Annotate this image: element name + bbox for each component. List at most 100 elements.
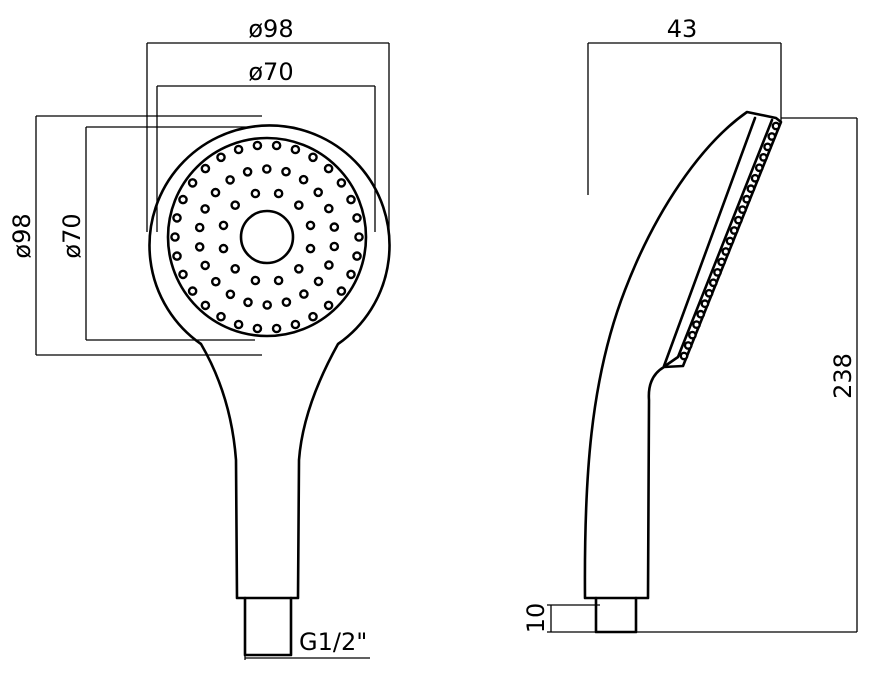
- side-nozzle: [746, 184, 756, 194]
- nozzle: [200, 300, 211, 311]
- nozzle: [313, 187, 324, 198]
- nozzle: [216, 311, 226, 322]
- side-outline: [583, 110, 783, 600]
- nozzle: [354, 232, 364, 242]
- nozzle: [250, 188, 261, 199]
- nozzle: [194, 222, 205, 233]
- nozzle: [216, 152, 226, 163]
- nozzle: [200, 260, 210, 271]
- nozzle: [290, 144, 301, 155]
- thread-size-label: G1/2": [299, 628, 367, 656]
- front-view: [148, 124, 391, 657]
- nozzle: [336, 286, 347, 296]
- nozzle: [225, 289, 236, 300]
- nozzle: [218, 243, 229, 254]
- side-dimensions: [547, 42, 858, 633]
- side-view: [583, 110, 783, 634]
- nozzle: [250, 275, 261, 286]
- nozzle: [290, 319, 301, 330]
- nozzle: [178, 269, 188, 280]
- side-connector: [594, 596, 638, 634]
- nozzle: [194, 242, 205, 252]
- side-nozzle: [734, 215, 743, 225]
- side-nozzle: [704, 288, 714, 298]
- nozzle: [323, 163, 334, 174]
- nozzle: [273, 188, 284, 199]
- nozzle: [233, 144, 244, 155]
- nozzle: [242, 166, 253, 177]
- nozzle: [261, 164, 272, 174]
- nozzle: [352, 251, 362, 261]
- nozzle: [346, 194, 356, 205]
- dim-face-width-label: ø70: [248, 58, 293, 86]
- nozzle: [218, 220, 229, 231]
- nozzle: [271, 323, 282, 334]
- side-nozzle: [683, 341, 693, 350]
- nozzle: [233, 319, 244, 330]
- side-face-plate: [663, 118, 774, 368]
- side-nozzle: [692, 320, 701, 329]
- nozzle: [187, 178, 198, 188]
- side-nozzle: [700, 299, 710, 309]
- side-nozzle-row: [679, 121, 781, 361]
- nozzle: [170, 232, 180, 242]
- nozzle: [305, 220, 316, 231]
- face-ring: [166, 136, 368, 338]
- nozzle: [281, 297, 292, 308]
- nozzle: [178, 194, 188, 205]
- side-nozzle: [754, 163, 764, 173]
- side-nozzle: [708, 278, 718, 288]
- dim-depth-label: 43: [667, 15, 698, 43]
- dim-connector-label: 10: [522, 603, 550, 634]
- nozzle: [225, 175, 235, 185]
- side-face-edge: [662, 116, 757, 368]
- nozzle: [298, 174, 309, 185]
- nozzle: [200, 204, 210, 214]
- nozzle: [271, 140, 282, 151]
- nozzle: [313, 276, 324, 287]
- side-nozzle: [688, 330, 697, 340]
- side-nozzle: [717, 257, 726, 267]
- nozzle: [172, 251, 182, 261]
- side-nozzle: [742, 194, 752, 204]
- dim-length-label: 238: [829, 353, 857, 399]
- nozzle: [329, 222, 340, 232]
- nozzle: [243, 297, 253, 308]
- dim-face-height-label: ø70: [58, 213, 86, 258]
- nozzle: [187, 286, 198, 296]
- nozzle: [293, 200, 304, 210]
- side-nozzle: [750, 173, 760, 183]
- side-nozzle: [738, 205, 747, 215]
- nozzle: [308, 152, 318, 163]
- nozzle: [293, 263, 304, 274]
- front-dimensions: [35, 42, 390, 660]
- nozzle: [252, 323, 263, 334]
- nozzle: [210, 187, 221, 198]
- center-hub: [239, 209, 295, 265]
- nozzle: [323, 203, 334, 214]
- side-nozzle: [759, 152, 768, 162]
- nozzle: [346, 269, 356, 280]
- nozzle: [252, 140, 263, 151]
- nozzle: [172, 213, 182, 223]
- nozzle: [262, 300, 273, 310]
- side-nozzle: [771, 121, 781, 131]
- dim-head-height-label: ø98: [8, 213, 36, 258]
- side-nozzle: [721, 247, 731, 256]
- nozzle: [230, 263, 240, 274]
- nozzle: [305, 243, 316, 254]
- nozzle: [329, 241, 340, 252]
- nozzle: [352, 213, 362, 223]
- nozzle: [230, 200, 240, 210]
- nozzle: [210, 276, 221, 287]
- nozzle: [281, 166, 291, 177]
- nozzle: [273, 275, 284, 286]
- side-nozzle: [729, 226, 739, 235]
- side-nozzle: [679, 351, 689, 361]
- dim-head-width-label: ø98: [248, 15, 293, 43]
- front-connector: [243, 596, 293, 657]
- nozzle: [324, 260, 334, 270]
- nozzle: [200, 163, 211, 174]
- nozzle: [299, 289, 309, 299]
